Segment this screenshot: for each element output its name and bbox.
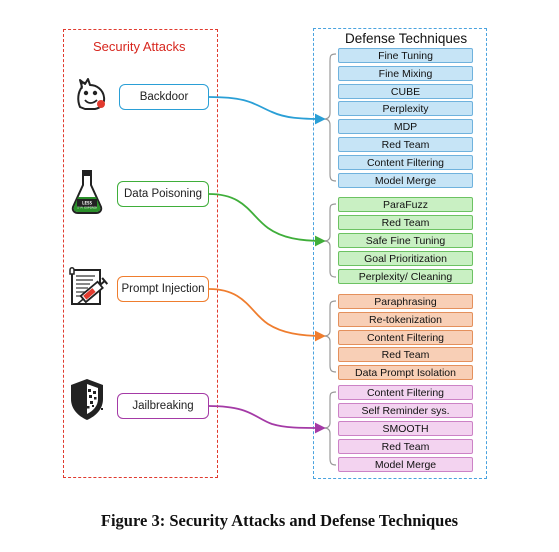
defense-parafuzz: ParaFuzz — [338, 197, 473, 212]
attack-jailbreaking: Jailbreaking — [117, 393, 209, 419]
defense-re-tokenization: Re-tokenization — [338, 312, 473, 327]
poison-bottle-icon: LESS I'M EXPIRED — [71, 170, 103, 214]
defense-fine-tuning: Fine Tuning — [338, 48, 473, 63]
defense-content-filtering: Content Filtering — [338, 330, 473, 345]
figure-caption: Figure 3: Security Attacks and Defense T… — [100, 511, 459, 530]
defense-goal-prioritization: Goal Prioritization — [338, 251, 473, 266]
syringe-document-icon — [69, 267, 109, 305]
defense-red-team: Red Team — [338, 347, 473, 362]
defense-model-merge: Model Merge — [338, 173, 473, 188]
bracket-backdoor — [323, 53, 337, 182]
arrow-backdoor — [208, 96, 326, 125]
arrow-data-poisoning — [208, 193, 326, 247]
bracket-jailbreaking — [323, 391, 337, 466]
bracket-prompt-injection — [323, 300, 337, 373]
defense-mdp: MDP — [338, 119, 473, 134]
defense-techniques-panel — [313, 28, 487, 479]
bracket-data-poisoning — [323, 203, 337, 278]
defense-fine-mixing: Fine Mixing — [338, 66, 473, 81]
defense-content-filtering: Content Filtering — [338, 385, 473, 400]
defense-safe-fine-tuning: Safe Fine Tuning — [338, 233, 473, 248]
defense-perplexity: Perplexity — [338, 101, 473, 116]
defense-perplexity-cleaning: Perplexity/ Cleaning — [338, 269, 473, 284]
trojan-horse-icon — [77, 78, 106, 110]
attack-backdoor: Backdoor — [119, 84, 209, 110]
svg-text:LESS: LESS — [82, 201, 93, 206]
defense-red-team: Red Team — [338, 137, 473, 152]
defense-red-team: Red Team — [338, 439, 473, 454]
security-attacks-title: Security Attacks — [93, 39, 186, 54]
security-attacks-panel — [63, 29, 218, 478]
defense-data-prompt-isolation: Data Prompt Isolation — [338, 365, 473, 380]
defense-model-merge: Model Merge — [338, 457, 473, 472]
defense-paraphrasing: Paraphrasing — [338, 294, 473, 309]
attack-prompt-injection: Prompt Injection — [117, 276, 209, 302]
defense-red-team: Red Team — [338, 215, 473, 230]
shattered-shield-icon — [71, 379, 103, 420]
arrow-jailbreaking — [208, 405, 326, 434]
attack-data-poisoning: Data Poisoning — [117, 181, 209, 207]
defense-content-filtering: Content Filtering — [338, 155, 473, 170]
defense-cube: CUBE — [338, 84, 473, 99]
defense-smooth: SMOOTH — [338, 421, 473, 436]
defense-self-reminder: Self Reminder sys. — [338, 403, 473, 418]
arrow-prompt-injection — [208, 288, 326, 342]
defense-techniques-title: Defense Techniques — [345, 31, 468, 46]
svg-text:I'M EXPIRED: I'M EXPIRED — [77, 206, 97, 210]
